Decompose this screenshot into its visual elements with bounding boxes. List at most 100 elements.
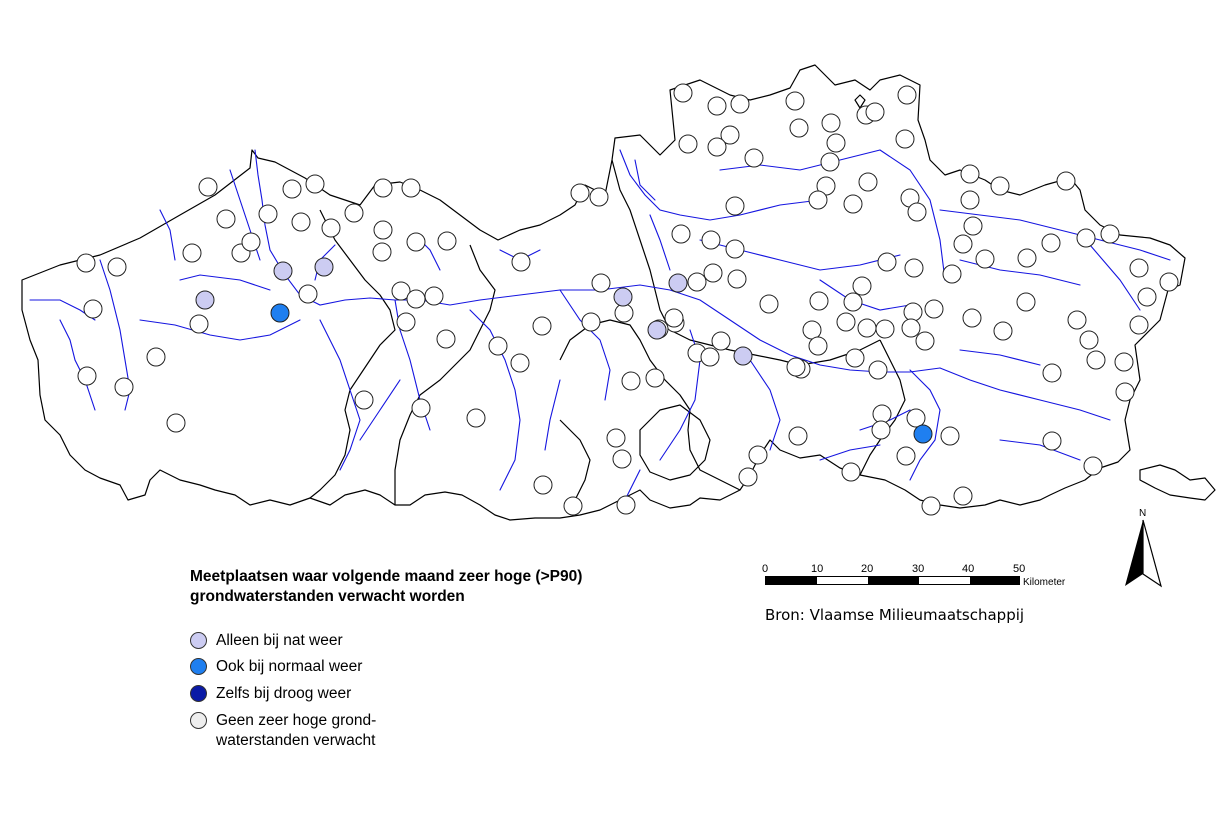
station-marker [373, 178, 393, 198]
station-marker [1042, 363, 1062, 383]
station-marker [488, 336, 508, 356]
station-marker [707, 96, 727, 116]
station-marker [282, 179, 302, 199]
station-marker [990, 176, 1010, 196]
legend-dot-normal-icon [190, 658, 207, 675]
station-marker [77, 366, 97, 386]
station-marker [1086, 350, 1106, 370]
station-marker [532, 316, 552, 336]
station-marker [563, 496, 583, 516]
station-marker-wet [314, 257, 334, 277]
station-marker [789, 118, 809, 138]
station-marker [748, 445, 768, 465]
station-marker [621, 371, 641, 391]
legend-label-dry: Zelfs bij droog weer [216, 685, 352, 702]
station-marker [802, 320, 822, 340]
scale-tick-30: 30 [912, 563, 925, 575]
station-marker-wet [273, 261, 293, 281]
station-marker [645, 368, 665, 388]
station-marker [570, 183, 590, 203]
source-credit: Bron: Vlaamse Milieumaatschappij [765, 606, 1025, 624]
station-marker [852, 276, 872, 296]
station-marker [612, 449, 632, 469]
station-marker [896, 446, 916, 466]
station-marker [845, 348, 865, 368]
station-marker [843, 292, 863, 312]
station-marker [738, 467, 758, 487]
station-marker [993, 321, 1013, 341]
station-marker [953, 486, 973, 506]
station-marker [424, 286, 444, 306]
station-marker [1017, 248, 1037, 268]
legend-title: Meetplaatsen waar volgende maand zeer ho… [190, 568, 583, 605]
station-marker [373, 220, 393, 240]
station-marker-wet [668, 273, 688, 293]
station-marker [841, 462, 861, 482]
station-marker [406, 232, 426, 252]
station-marker [897, 85, 917, 105]
station-marker [963, 216, 983, 236]
station-marker [1041, 233, 1061, 253]
station-marker [406, 289, 426, 309]
station-marker [915, 331, 935, 351]
station-marker [189, 314, 209, 334]
station-marker [216, 209, 236, 229]
station-marker [711, 331, 731, 351]
station-marker [921, 496, 941, 516]
station-marker-normal [913, 424, 933, 444]
station-marker [354, 390, 374, 410]
station-marker [1083, 456, 1103, 476]
station-marker [700, 347, 720, 367]
station-marker [1100, 224, 1120, 244]
station-marker [1079, 330, 1099, 350]
station-marker [858, 172, 878, 192]
station-marker [826, 133, 846, 153]
station-marker [725, 196, 745, 216]
legend-item-dry: Zelfs bij droog weer [190, 684, 351, 704]
station-marker [877, 252, 897, 272]
station-marker [895, 129, 915, 149]
station-marker [875, 319, 895, 339]
station-marker [1067, 310, 1087, 330]
station-marker-wet [613, 287, 633, 307]
scale-tick-40: 40 [962, 563, 975, 575]
station-marker [664, 308, 684, 328]
river-network [29, 149, 1171, 511]
station-marker [843, 194, 863, 214]
station-marker [727, 269, 747, 289]
station-marker [871, 420, 891, 440]
station-marker [396, 312, 416, 332]
station-marker [924, 299, 944, 319]
station-marker [673, 83, 693, 103]
legend-item-wet: Alleen bij nat weer [190, 631, 343, 651]
station-marker [744, 148, 764, 168]
station-marker [1129, 315, 1149, 335]
station-marker [344, 203, 364, 223]
station-marker [581, 312, 601, 332]
scale-tick-0: 0 [762, 563, 769, 575]
station-marker [788, 426, 808, 446]
station-marker [1129, 258, 1149, 278]
station-marker [906, 408, 926, 428]
station-marker [241, 232, 261, 252]
station-marker [511, 252, 531, 272]
station-marker [198, 177, 218, 197]
station-marker [76, 253, 96, 273]
station-marker [868, 360, 888, 380]
station-marker [872, 404, 892, 424]
scale-tick-50: 50 [1013, 563, 1026, 575]
station-marker-wet [647, 320, 667, 340]
station-marker [962, 308, 982, 328]
station-marker [291, 212, 311, 232]
station-marker [1115, 382, 1135, 402]
legend-item-normal: Ook bij normaal weer [190, 657, 362, 677]
station-marker [821, 113, 841, 133]
station-marker [146, 347, 166, 367]
station-marker-normal [270, 303, 290, 323]
station-marker [904, 258, 924, 278]
station-marker [901, 318, 921, 338]
scale-tick-10: 10 [811, 563, 824, 575]
station-marker [298, 284, 318, 304]
station-marker [589, 187, 609, 207]
